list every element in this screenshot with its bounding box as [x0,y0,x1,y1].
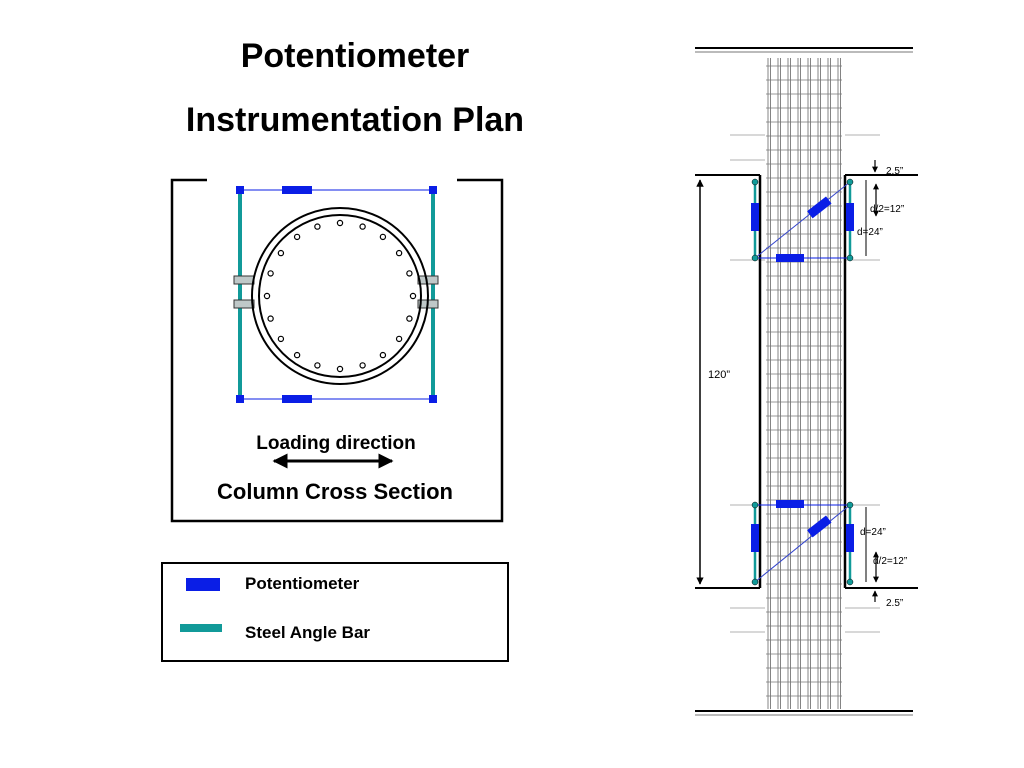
dimension-height-label: 120” [708,369,730,381]
rebar-dot [263,292,271,300]
rebar-dot [293,351,301,359]
rebar-dot [395,335,403,343]
cross-section-panel: Loading direction Column Cross Section [170,178,504,523]
legend-potentiometer-swatch [186,578,220,591]
bottom-instrumentation [751,500,854,586]
column-outer-circle [251,207,429,385]
rebar-dot [379,351,387,359]
rebar-dot [277,249,285,257]
corner-anchor [429,186,437,194]
top-right-potentiometer [846,203,854,231]
bottom-diagonal-potentiometer [807,515,832,538]
loading-direction-label: Loading direction [256,433,415,454]
dimension-height: 120” [696,179,737,585]
bottom-right-potentiometer [846,524,854,552]
legend-potentiometer-label: Potentiometer [245,574,360,593]
rebar-dot [359,223,366,230]
rebar-dot [336,365,344,373]
bottom-half-depth-label: d/2=12” [873,556,907,567]
bottom-diagonal-line [754,504,851,583]
title-line-2: Instrumentation Plan [185,101,525,139]
rebar-dot [277,335,285,343]
rebar-dot [395,249,403,257]
rebar-dot [379,233,387,241]
top-offset-label: 2.5” [886,166,903,177]
legend: Potentiometer Steel Angle Bar [161,562,509,662]
top-half-depth-label: d/2=12” [870,204,904,215]
corner-anchor [429,395,437,403]
rebar-dot [406,315,413,322]
title-line-1: Potentiometer [240,37,470,75]
rebar-dot [267,315,274,322]
legend-frame [161,562,509,662]
rebar-dot [293,233,301,241]
potentiometer-bottom [282,395,312,403]
top-depth-label: d=24” [857,227,883,238]
bottom-horizontal-potentiometer [776,500,804,508]
rebar-dot [406,270,413,277]
bottom-depth-label: d=24” [860,527,886,538]
elevation-view: 120” 2.5” d/2=12” d=24” d=24” d/2=12” 2.… [695,47,918,716]
rebar-dot [409,292,417,300]
top-left-potentiometer [751,203,759,231]
rebar-mesh [766,58,842,709]
bottom-offset-label: 2.5” [886,598,903,609]
legend-angle-bar-swatch [180,624,222,632]
legend-angle-bar-label: Steel Angle Bar [245,623,370,642]
top-horizontal-potentiometer [776,254,804,262]
rebar-dot [359,362,366,369]
rebar-dot [314,223,321,230]
longitudinal-rebars [263,219,417,373]
corner-anchor [236,395,244,403]
potentiometer-top [282,186,312,194]
top-diagonal-potentiometer [807,196,832,219]
bottom-dimensions: d=24” d/2=12” 2.5” [860,507,907,609]
top-instrumentation [751,178,854,262]
corner-anchor [236,186,244,194]
clamp-bracket [233,299,255,309]
top-diagonal-line [754,181,851,259]
rebar-dot [267,270,274,277]
top-dimensions: 2.5” d/2=12” d=24” [857,160,904,256]
column-inner-circle [258,214,422,378]
cross-section-caption: Column Cross Section [217,479,453,504]
cross-section-frame [170,178,504,523]
clamp-bracket [233,275,255,285]
rebar-dot [336,219,344,227]
rebar-dot [314,362,321,369]
bottom-left-potentiometer [751,524,759,552]
